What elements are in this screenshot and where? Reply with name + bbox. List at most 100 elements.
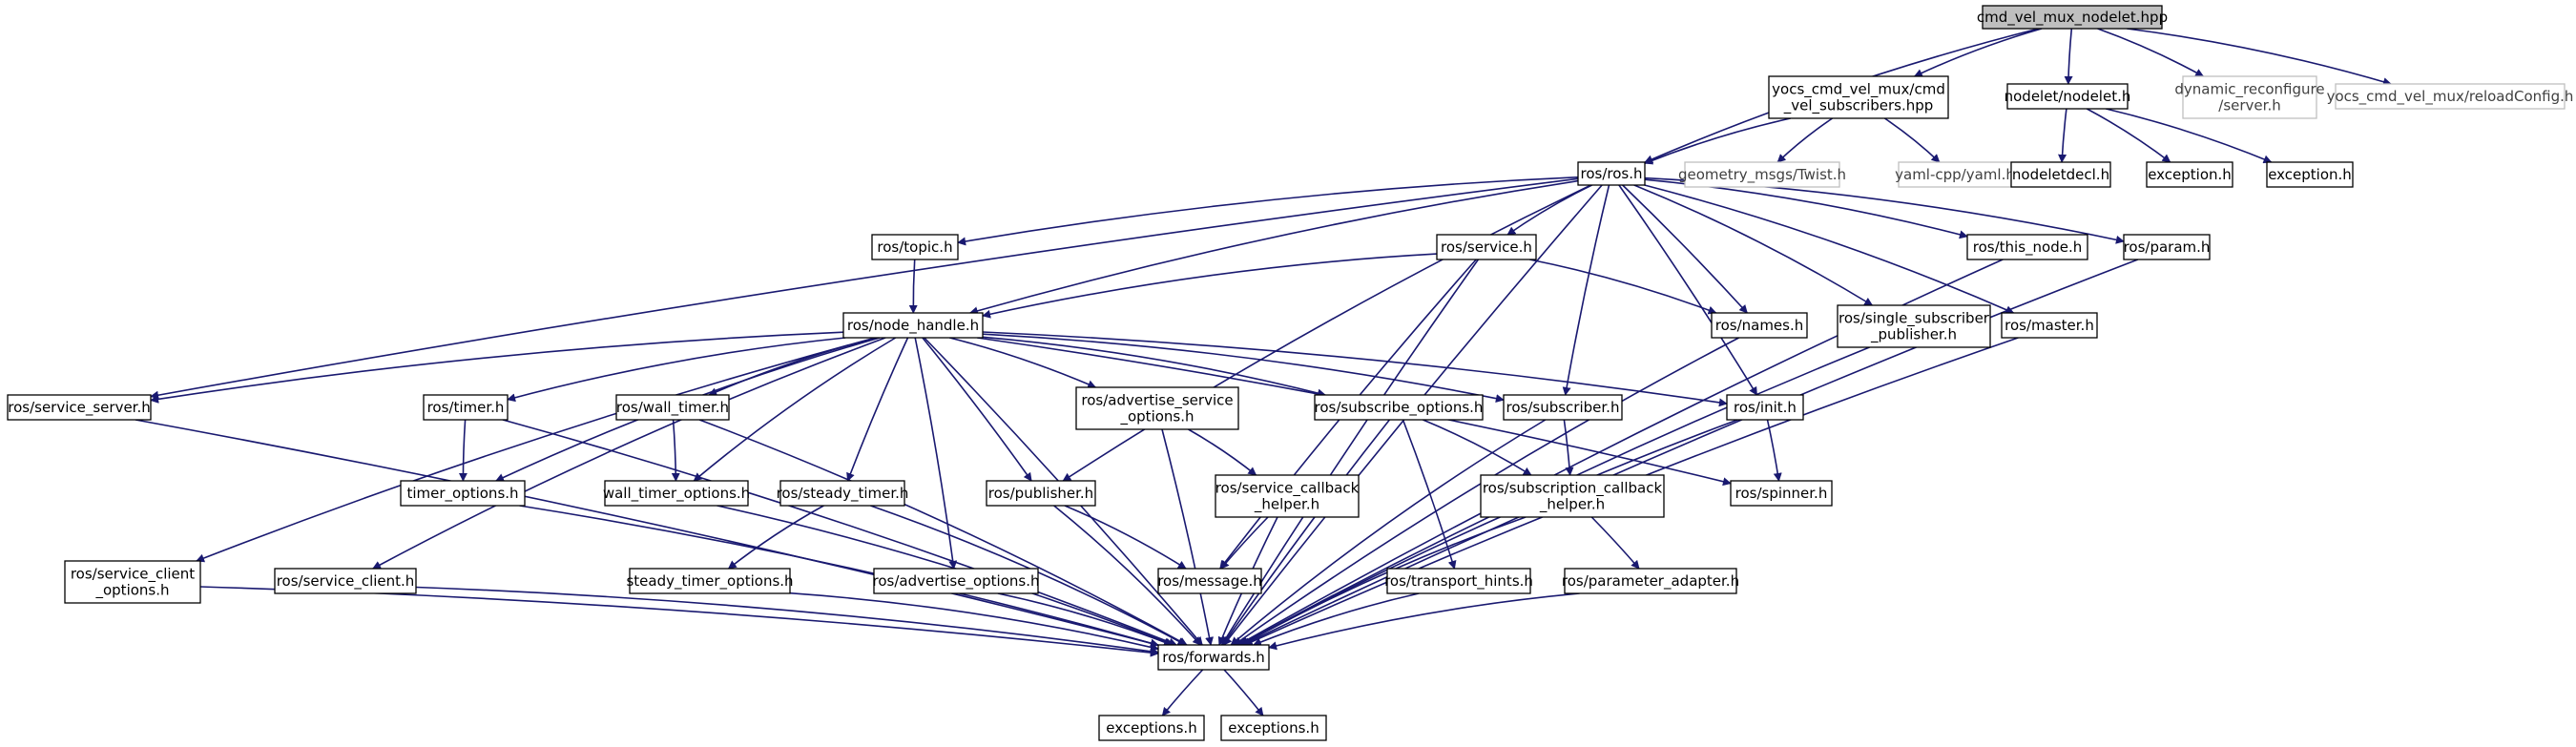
edge-nh-to-advsrv	[949, 337, 1097, 388]
edge-forwards-to-exceptions1	[1161, 669, 1204, 716]
node-steadyopt[interactable]: steady_timer_options.h	[626, 568, 794, 594]
node-exc1[interactable]: exception.h	[2146, 161, 2233, 188]
node-ssp[interactable]: ros/single_subscriber_publisher.h	[1837, 304, 1991, 348]
node-exceptions2[interactable]: exceptions.h	[1220, 715, 1327, 741]
node-paramadapter[interactable]: ros/parameter_adapter.h	[1562, 568, 1739, 594]
edge-ros-to-service	[1506, 184, 1592, 236]
node-box-forwards	[1157, 644, 1270, 671]
node-steadytimer[interactable]: ros/steady_timer.h	[777, 480, 909, 507]
node-subcb[interactable]: ros/subscription_callback_helper.h	[1480, 474, 1665, 518]
node-box-thisnode	[1966, 234, 2088, 260]
node-label-advopt-0: ros/advertise_options.h	[873, 572, 1040, 591]
node-box-exceptions1	[1098, 715, 1205, 741]
node-names[interactable]: ros/names.h	[1711, 312, 1808, 339]
node-exceptions1[interactable]: exceptions.h	[1098, 715, 1205, 741]
node-box-param	[2123, 234, 2211, 260]
node-transport[interactable]: ros/transport_hints.h	[1384, 568, 1533, 594]
node-label-subs-1: _vel_subscribers.hpp	[1783, 97, 1934, 115]
edge-ros-to-publisher	[1062, 184, 1591, 482]
node-box-publisher	[986, 480, 1096, 507]
node-label-exc2-0: exception.h	[2268, 166, 2352, 183]
edge-walltimeropt-to-forwards	[717, 505, 1174, 647]
node-publisher[interactable]: ros/publisher.h	[986, 480, 1096, 507]
node-subs[interactable]: yocs_cmd_vel_mux/cmd_vel_subscribers.hpp	[1768, 75, 1949, 119]
node-label-names-0: ros/names.h	[1715, 317, 1804, 334]
edge-advsrv-to-srvcb	[1188, 428, 1257, 476]
node-timeropt[interactable]: timer_options.h	[400, 480, 526, 507]
edge-init-to-spinner	[1766, 419, 1782, 482]
node-thisnode[interactable]: ros/this_node.h	[1966, 234, 2088, 260]
edge-timer-to-timeropt	[458, 419, 467, 482]
node-init[interactable]: ros/init.h	[1726, 394, 1804, 421]
edges-layer	[135, 28, 2392, 716]
edge-subscriber-to-forwards	[1230, 419, 1547, 646]
node-advsrv[interactable]: ros/advertise_service_options.h	[1075, 386, 1239, 430]
edge-nh-to-subscriber	[982, 333, 1505, 404]
node-box-message	[1157, 568, 1262, 594]
node-exc2[interactable]: exception.h	[2266, 161, 2354, 188]
node-box-master	[2001, 312, 2098, 339]
node-label-srvclient-0: ros/service_client.h	[277, 572, 415, 591]
node-box-yaml	[1898, 161, 2012, 188]
node-srvclient[interactable]: ros/service_client.h	[274, 568, 417, 594]
node-label-timer-0: ros/timer.h	[427, 399, 505, 416]
node-dynrec: dynamic_reconfigure/server.h	[2174, 75, 2325, 119]
node-ros[interactable]: ros/ros.h	[1577, 161, 1646, 186]
node-subscriber[interactable]: ros/subscriber.h	[1503, 394, 1623, 421]
node-box-subopt	[1314, 394, 1484, 421]
node-box-reload	[2335, 83, 2566, 110]
node-label-decl-0: nodeletdecl.h	[2012, 166, 2109, 183]
node-label-ssp-1: _publisher.h	[1870, 326, 1957, 344]
node-label-subs-0: yocs_cmd_vel_mux/cmd	[1772, 81, 1945, 99]
node-srvcb[interactable]: ros/service_callback_helper.h	[1215, 474, 1360, 518]
node-advopt[interactable]: ros/advertise_options.h	[873, 568, 1040, 594]
node-box-root	[1982, 5, 2163, 30]
edge-ros-to-nh	[968, 179, 1579, 316]
node-srvserver[interactable]: ros/service_server.h	[7, 394, 152, 421]
node-label-subopt-0: ros/subscribe_options.h	[1315, 399, 1484, 417]
edge-nh-to-srvclient	[372, 337, 886, 570]
node-scopt[interactable]: ros/service_client_options.h	[64, 560, 201, 604]
node-box-subs	[1768, 75, 1949, 119]
nodes-layer: cmd_vel_mux_nodelet.hpp yocs_cmd_vel_mux/…	[7, 5, 2573, 741]
node-yaml: yaml-cpp/yaml.h	[1895, 161, 2015, 188]
edge-subscriber-to-subcb	[1563, 419, 1574, 476]
node-master[interactable]: ros/master.h	[2001, 312, 2098, 339]
edge-ros-to-thisnode	[1644, 178, 1968, 239]
edge-service-to-nh	[982, 253, 1438, 319]
node-decl[interactable]: nodeletdecl.h	[2010, 161, 2111, 188]
node-topic[interactable]: ros/topic.h	[871, 234, 959, 260]
edge-srvserver-to-forwards	[135, 419, 1159, 648]
node-box-exc2	[2266, 161, 2354, 188]
edge-publisher-to-message	[1064, 505, 1187, 570]
node-forwards[interactable]: ros/forwards.h	[1157, 644, 1270, 671]
edge-subcb-to-paramadapter	[1590, 516, 1640, 570]
node-timer[interactable]: ros/timer.h	[423, 394, 509, 421]
node-label-walltimer-0: ros/wall_timer.h	[616, 399, 729, 417]
node-box-walltimer	[615, 394, 730, 421]
node-service[interactable]: ros/service.h	[1436, 234, 1537, 260]
node-box-exc1	[2146, 161, 2233, 188]
node-subopt[interactable]: ros/subscribe_options.h	[1314, 394, 1484, 421]
edge-nh-to-publisher	[922, 337, 1032, 482]
node-root[interactable]: cmd_vel_mux_nodelet.hpp	[1977, 5, 2168, 30]
edge-service-to-names	[1529, 259, 1717, 315]
node-spinner[interactable]: ros/spinner.h	[1730, 480, 1833, 507]
node-nh[interactable]: ros/node_handle.h	[842, 312, 984, 339]
node-walltimeropt[interactable]: wall_timer_options.h	[603, 480, 750, 507]
node-box-subcb	[1480, 474, 1665, 518]
node-label-srvcb-0: ros/service_callback	[1215, 480, 1360, 498]
node-box-steadyopt	[629, 568, 791, 594]
node-label-dynrec-0: dynamic_reconfigure	[2174, 81, 2324, 99]
edge-subopt-to-forwards	[1221, 419, 1391, 646]
node-box-timer	[423, 394, 509, 421]
edge-timer-to-forwards	[502, 419, 1177, 647]
node-param[interactable]: ros/param.h	[2123, 234, 2211, 260]
node-nodelet[interactable]: nodelet/nodelet.h	[2005, 83, 2131, 110]
node-box-service	[1436, 234, 1537, 260]
node-message[interactable]: ros/message.h	[1157, 568, 1262, 594]
node-walltimer[interactable]: ros/wall_timer.h	[615, 394, 730, 421]
node-label-param-0: ros/param.h	[2124, 239, 2211, 256]
edge-nh-to-scopt	[196, 337, 876, 563]
